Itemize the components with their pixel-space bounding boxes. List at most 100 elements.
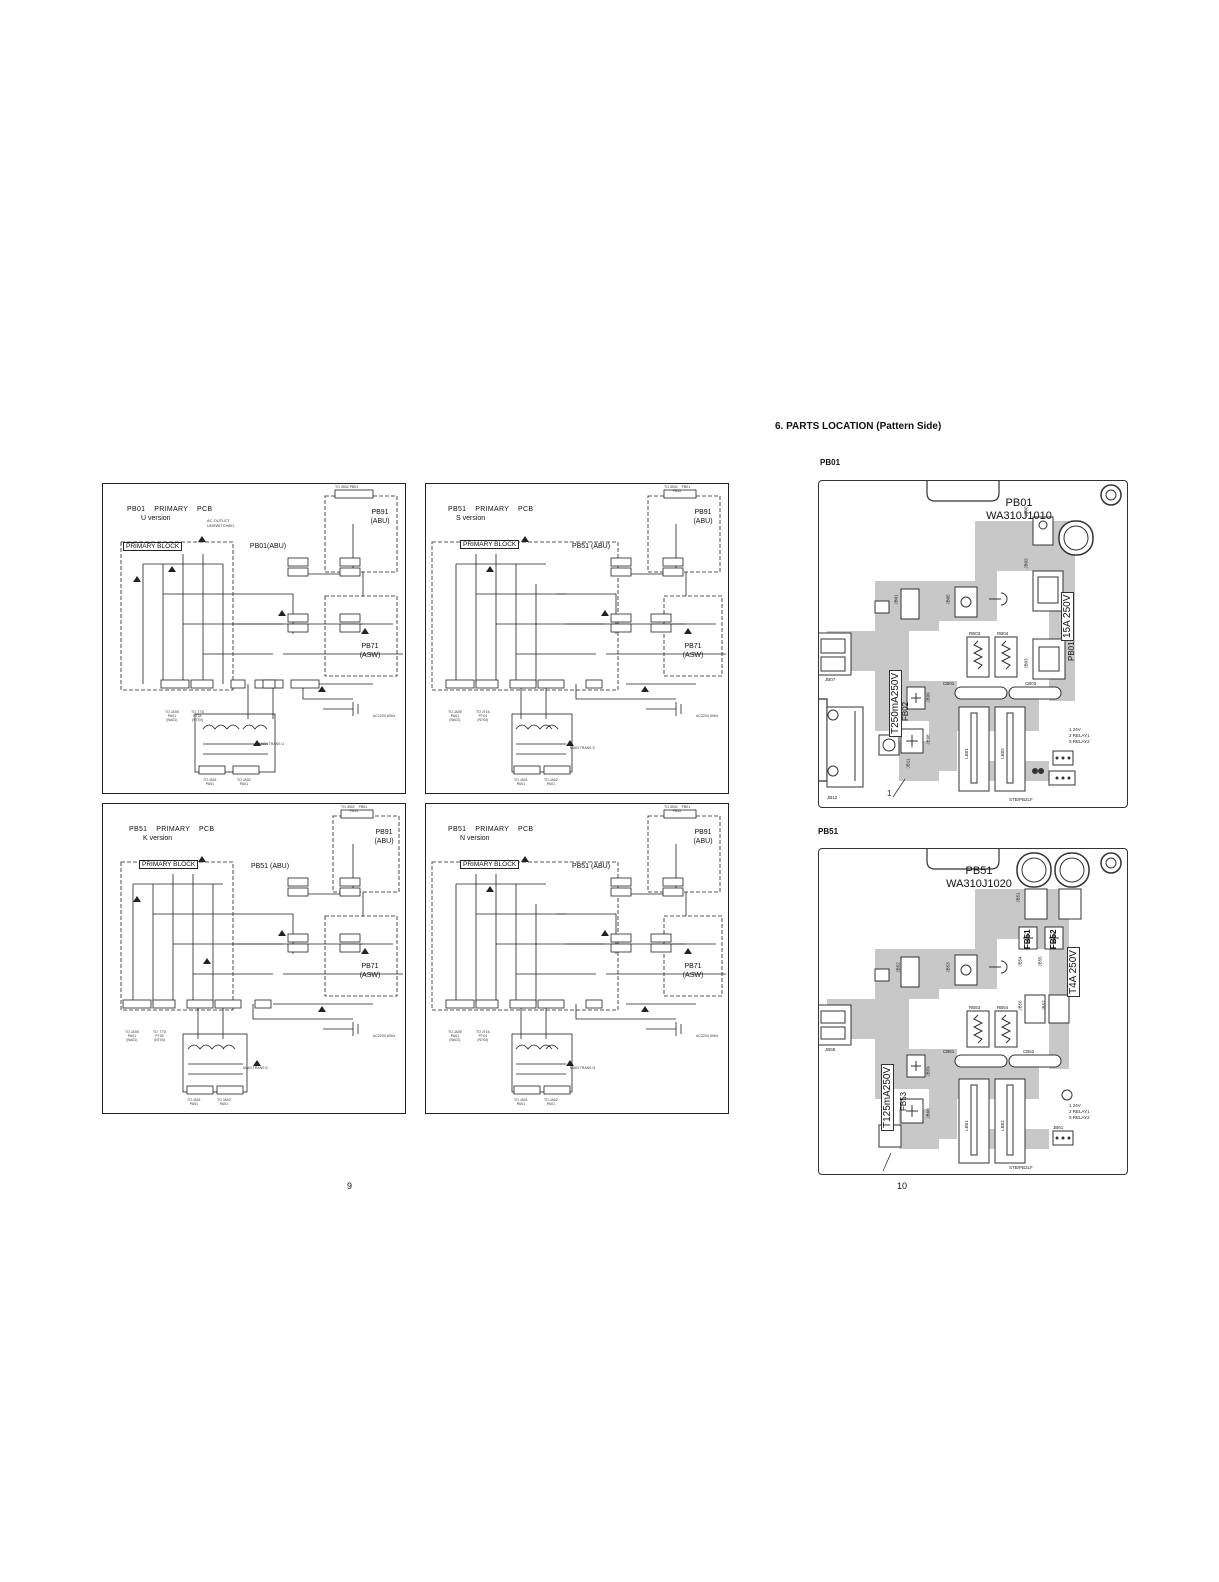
abu-label: PB91 (ABU) [693,509,713,525]
board-pb51-fuse-side: T125mA250V [881,1063,894,1131]
schematic-k-version: PB51 PRIMARY PCB K version PRIMARY BLOCK… [102,803,406,1114]
cb-label: CB52 [1023,1049,1035,1054]
jumper-label: JB08 [925,734,931,745]
primary-block-label: PRIMARY BLOCK [123,542,183,551]
jumper-label: JB57 [1041,1000,1047,1011]
board-pb51-name: PB51 WA310J1020 [946,865,1012,890]
board-pb01-side-code: PB01 [1067,641,1076,661]
jumper-label: JB58 [825,1047,836,1052]
ac-outlet-label: AC OUTLET UNSWITCHED [207,518,235,528]
to-top-label: TO JB02 PB01 PB51 [664,485,691,493]
to-left-2: TO TT6 PT04 (NT04) [191,710,204,722]
jumper-label: JB09 [925,692,931,703]
board-pb01-fuse-main: 15A 250V [1061,591,1074,641]
schematic-s-version: PB51 PRIMARY PCB S version PRIMARY BLOCK… [425,483,729,794]
main-block-label: PB51 (ABU) [250,863,290,870]
schematic-version: S version [456,515,486,522]
page-number-right: 10 [897,1181,908,1191]
main-block-label: PB01(ABU) [249,543,287,550]
main-trans-label: MAIN TRANS U [259,742,285,746]
jumper-label: JB60 [925,1108,931,1119]
jumper-label: JB06 [1023,506,1029,517]
to-left-2: TO TT6 PT04 (NT04) [153,1030,166,1042]
page-number-left: 9 [347,1181,353,1191]
jumper-label: JB56 [1017,1000,1023,1011]
to-top-label: TO JB02 PB01 PB51 [664,805,691,813]
abu-label: PB91 (ABU) [693,829,713,845]
to-top-label: TO JB02 PB01 PB51 [341,805,368,813]
main-trans-label: MAIN TRANS S [570,746,595,750]
schematic-title: PB51 PRIMARY PCB [129,826,215,833]
board-pb01-traces [819,481,1122,798]
board-pb01: PB01 WA310J1010 15A 250V PB01 T250mA250V… [818,480,1128,808]
lb-label: LB02 [999,748,1005,759]
jumper-label: JB51 [1015,892,1021,903]
pointer-number: 1 [887,789,892,798]
abu-label: PB91 (ABU) [370,509,390,525]
jumper-label: JB01 [893,594,899,605]
asw-label: PB71 (ASW) [359,963,381,979]
schematic-wiring [431,489,726,775]
jumper-label: JB11 [905,758,911,769]
asw-label: PB71 (ASW) [359,643,381,659]
to-bottom-1: TO JA01 PA01 [514,1098,528,1106]
schematic-title: PB51 PRIMARY PCB [448,506,534,513]
jumper-label: JB07 [825,677,836,682]
jumper-label: JB53 [945,962,951,973]
board-heading-pb51: PB51 [818,827,839,836]
to-bottom-1: TO JA01 PA01 [187,1098,201,1106]
rb-label: RB53 [969,1005,981,1010]
lb-label: LB52 [999,1120,1005,1131]
jumper-label: JB05 [945,594,951,605]
cb-label: CB01 [943,681,955,686]
jumper-label: JB02 [1023,558,1029,569]
relay-pin-text: 1 24V 2 RELAY1 3 RELAY2 [1069,1103,1090,1120]
board-pb01-name: PB01 WA310J1010 [986,497,1052,522]
ac-input-label: AC220V 60Hz [696,1034,719,1038]
fb-label: FB52 [1049,929,1058,949]
to-left-1: TO JA05 PA01 (NA01) [125,1030,139,1042]
to-bottom-2: TO JA02 PA01 [217,1098,231,1106]
section-title: 6. PARTS LOCATION (Pattern Side) [775,421,942,432]
jumper-label: JB03 [1023,658,1029,669]
fb-label: FB51 [1023,929,1032,949]
main-block-label: PB51 (ABU) [571,543,611,550]
lb-label: LB01 [963,748,969,759]
board-pb51-traces [819,849,1122,1172]
rb-label: RB54 [997,1005,1009,1010]
jumper-label: JB61 [1053,1125,1064,1130]
asw-label: PB71 (ASW) [682,963,704,979]
primary-block-label: PRIMARY BLOCK [460,540,520,549]
board-pb01-fb-label: FB02 [901,701,910,721]
abu-label: PB91 (ABU) [374,829,394,845]
jumper-label: JB12 [827,795,838,800]
to-bottom-1: TO JA01 PA01 [514,778,528,786]
to-left-1: TO JA05 PA01 (NA01) [165,710,179,722]
relay-pin-text: 1 24V 2 RELAY1 3 RELAY2 [1069,727,1090,744]
to-left-2: TO JT16 PT04 (NT04) [476,710,490,722]
schematic-wiring [120,489,403,775]
to-bottom-2: TO JA02 PA01 [237,778,251,786]
jumper-label: JB59 [925,1066,931,1077]
primary-block-label: PRIMARY BLOCK [139,860,199,869]
to-bottom-1: TO JA01 PA01 [203,778,217,786]
schematic-version: N version [460,835,490,842]
schematic-u-version: PB01 PRIMARY PCB U version PRIMARY BLOCK… [102,483,406,794]
asw-label: PB71 (ASW) [682,643,704,659]
jumper-label: JB54 [1017,956,1023,967]
to-bottom-2: TO JA02 PA01 [544,1098,558,1106]
ac-input-label: AC120V 60Hz [373,714,396,718]
to-bottom-2: TO JA02 PA01 [544,778,558,786]
fb-label: FB53 [899,1091,908,1111]
jumper-label: JB52 [895,962,901,973]
cb-label: CB51 [943,1049,955,1054]
main-trans-label: MAIN TRANS K [243,1066,268,1070]
schematic-n-version: PB51 PRIMARY PCB N version PRIMARY BLOCK… [425,803,729,1114]
board-bottom-small: STB/PB2LF [1009,797,1033,802]
main-block-label: PB51 (ABU) [571,863,611,870]
board-pb51: PB51 WA310J1020 T4A 250V T125mA250V FB51… [818,848,1128,1175]
schematic-wiring [431,809,726,1095]
primary-block-label: PRIMARY BLOCK [460,860,520,869]
to-top-label: TO JB02 PB01 [335,485,359,489]
main-trans-label: MAIN TRANS N [570,1066,596,1070]
